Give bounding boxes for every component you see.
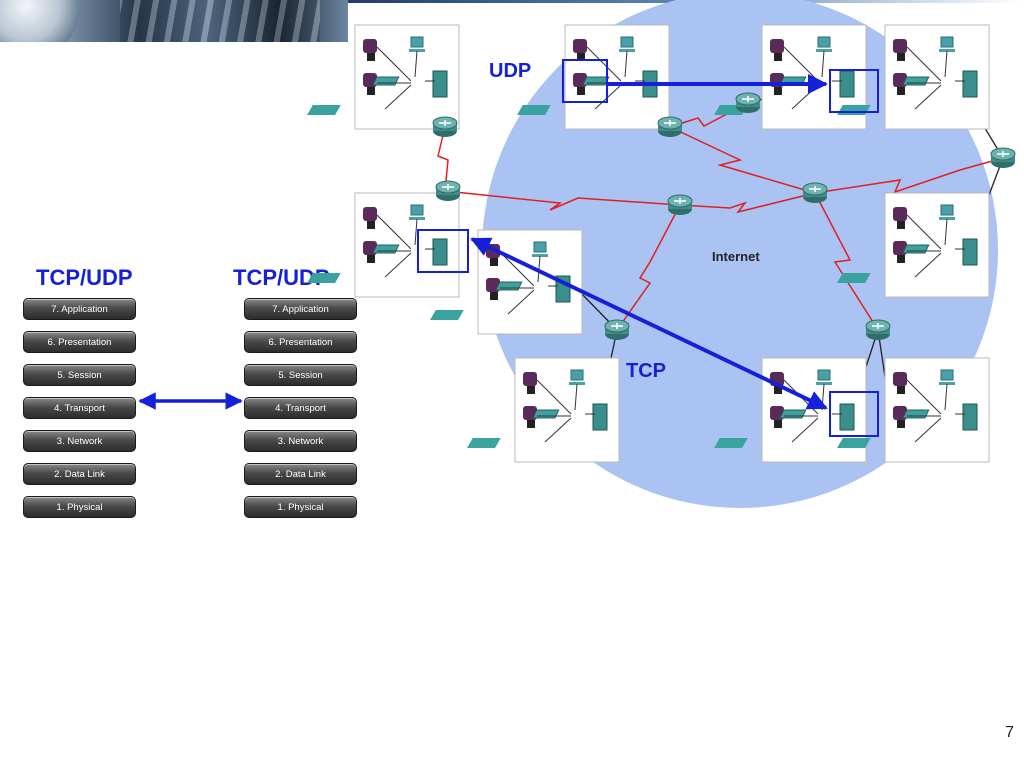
router-icon — [802, 182, 828, 204]
osi-layer-physical: 1. Physical — [244, 496, 357, 518]
osi-stack-right: 7. Application 6. Presentation 5. Sessio… — [244, 298, 357, 529]
osi-stack-left: 7. Application 6. Presentation 5. Sessio… — [23, 298, 136, 529]
router-icon — [657, 116, 683, 138]
osi-layer-presentation: 6. Presentation — [23, 331, 136, 353]
udp-source-highlight — [562, 59, 608, 103]
osi-layer-transport: 4. Transport — [23, 397, 136, 419]
osi-layer-application: 7. Application — [23, 298, 136, 320]
router-icon — [735, 92, 761, 114]
osi-layer-physical: 1. Physical — [23, 496, 136, 518]
osi-layer-session: 5. Session — [23, 364, 136, 386]
header-banner-image — [0, 0, 348, 42]
osi-layer-network: 3. Network — [244, 430, 357, 452]
tcp-arrow — [470, 237, 828, 410]
osi-layer-presentation: 6. Presentation — [244, 331, 357, 353]
osi-layer-session: 5. Session — [244, 364, 357, 386]
lan-middle-left — [306, 192, 460, 298]
page-number: 7 — [1005, 724, 1014, 741]
osi-layer-datalink: 2. Data Link — [23, 463, 136, 485]
lan-bottom-left — [466, 357, 620, 463]
udp-dest-highlight — [829, 69, 879, 113]
osi-layer-application: 7. Application — [244, 298, 357, 320]
router-icon — [990, 147, 1016, 169]
tcpudp-label-left: TCP/UDP — [36, 265, 133, 290]
osi-layer-network: 3. Network — [23, 430, 136, 452]
router-icon — [667, 194, 693, 216]
lan-top-middle — [516, 24, 670, 130]
lan-top-left — [306, 24, 460, 130]
router-icon — [432, 116, 458, 138]
tcp-label: TCP — [626, 360, 666, 382]
router-icon — [435, 180, 461, 202]
tcp-dest-highlight — [829, 391, 879, 437]
router-icon — [604, 319, 630, 341]
osi-layer-transport: 4. Transport — [244, 397, 357, 419]
udp-label: UDP — [489, 60, 532, 82]
tcp-source-highlight — [417, 229, 469, 273]
osi-layer-datalink: 2. Data Link — [244, 463, 357, 485]
internet-label: Internet — [712, 249, 760, 264]
router-icon — [865, 319, 891, 341]
